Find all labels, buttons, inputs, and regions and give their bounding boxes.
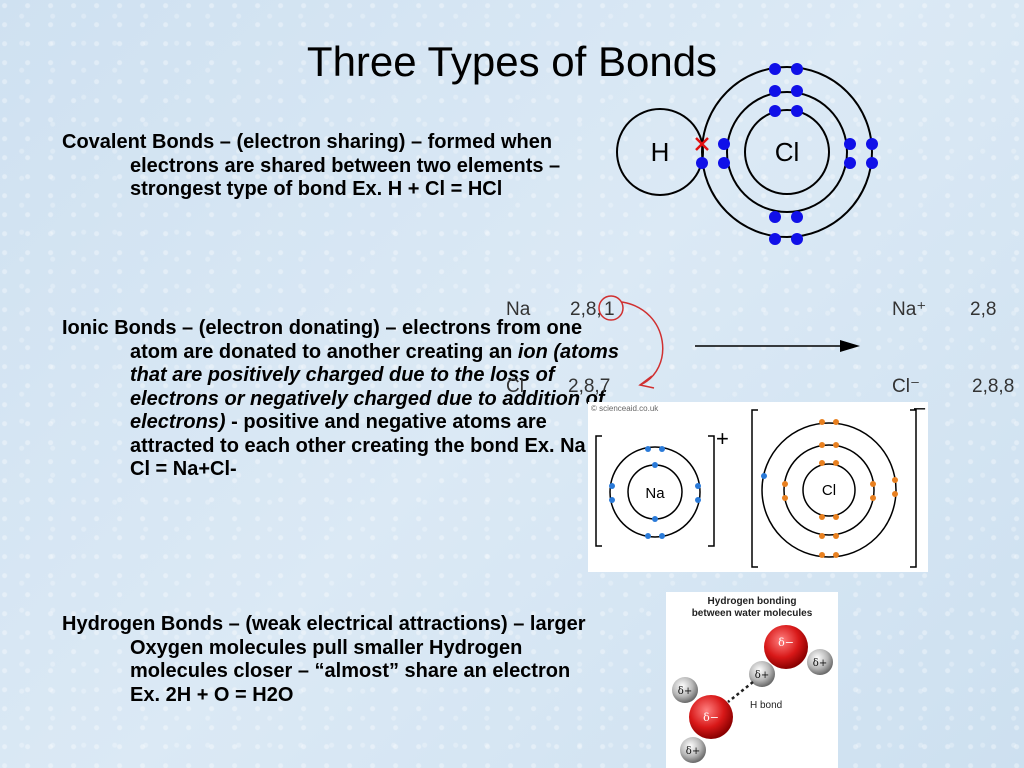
lower-oxygen-charge: δ−	[703, 711, 719, 724]
upper-oxygen	[764, 625, 808, 669]
moved-electron-circle	[598, 295, 624, 321]
hcl-covalent-diagram: H Cl	[616, 63, 878, 245]
cl-symbol: Cl	[506, 376, 524, 397]
lower-hydrogen-bottom	[680, 737, 706, 763]
covalent-body: – (electron sharing) – formed when elect…	[130, 131, 561, 200]
na-electrons	[609, 446, 701, 539]
cl-bracket	[751, 409, 917, 568]
lower-oxygen	[689, 695, 733, 739]
na-charge: +	[716, 426, 729, 451]
hydrogen-example: Ex. 2H + O = H2O	[130, 683, 294, 706]
upper-hydrogen-right	[807, 649, 833, 675]
cl-outer-shell	[701, 66, 873, 238]
water-diagram-title-1: Hydrogen bonding	[708, 596, 797, 607]
covalent-bonds-paragraph: Covalent Bonds – (electron sharing) – fo…	[62, 131, 620, 202]
water-hydrogen-bond-diagram: Hydrogen bonding between water molecules…	[666, 592, 838, 768]
h-bond-label: H bond	[750, 700, 782, 711]
na-ion-config: 2,8	[970, 299, 996, 320]
cl-label: Cl	[775, 137, 800, 167]
transfer-arrow	[621, 301, 664, 386]
cl-config: 2,8,7	[568, 376, 610, 397]
ionic-bonds-paragraph: Ionic Bonds – (electron donating) – elec…	[62, 317, 620, 482]
na-label: Na	[645, 485, 665, 502]
upper-oxygen-charge: δ−	[778, 636, 794, 649]
na-moved-electron: 1	[604, 299, 615, 320]
na-symbol: Na	[506, 299, 531, 320]
upper-hydrogen-left	[749, 661, 775, 687]
slide-title: Three Types of Bonds	[306, 38, 718, 85]
cl-ion-symbol: Cl⁻	[892, 376, 920, 397]
water-diagram-title-2: between water molecules	[692, 608, 813, 619]
upper-h-right-charge: δ+	[813, 658, 827, 669]
transferred-electron	[761, 473, 767, 479]
hydrogen-bond-line	[727, 681, 754, 703]
hydrogen-bonds-paragraph: Hydrogen Bonds – (weak electrical attrac…	[62, 613, 620, 707]
cl-electrons	[782, 419, 898, 558]
image-credit: © scienceaid.co.uk	[591, 404, 659, 413]
ionic-body-2: - positive and negative atoms are attrac…	[130, 411, 603, 480]
cl-middle-shell	[726, 91, 848, 213]
cl-ion-label: Cl	[822, 482, 836, 499]
na-ion-symbol: Na⁺	[892, 299, 926, 320]
shared-electron-marker	[695, 137, 709, 151]
reaction-arrowhead	[840, 340, 860, 352]
transfer-arrowhead	[638, 375, 655, 389]
covalent-heading: Covalent Bonds	[62, 131, 215, 153]
na-config: 2,8,	[570, 299, 602, 320]
ionic-bond-diagram: © scienceaid.co.uk + Na – Cl	[588, 402, 928, 572]
lower-h-top-charge: δ+	[678, 686, 692, 697]
lower-hydrogen-top	[672, 677, 698, 703]
hcl-electrons	[696, 63, 878, 245]
h-label: H	[651, 137, 670, 167]
ionic-body-1: – (electron donating) – electrons from o…	[130, 317, 583, 363]
hydrogen-heading: Hydrogen Bonds	[62, 613, 224, 635]
na-outer-shell	[609, 446, 701, 538]
ionic-diagram-background	[588, 402, 928, 572]
upper-h-left-charge: δ+	[755, 670, 769, 681]
na-bracket	[595, 435, 715, 547]
ionic-ion-definition: ion (atoms that are positively charged d…	[130, 340, 619, 434]
cl-middle-shell-ion	[783, 444, 875, 536]
cl-inner-shell-ion	[802, 463, 856, 517]
hydrogen-body: – (weak electrical attractions) – larger…	[130, 613, 586, 682]
cl-outer-shell-ion	[761, 422, 897, 558]
cl-charge: –	[914, 402, 926, 419]
cl-ion-config: 2,8,8	[972, 376, 1014, 397]
cl-inner-shell	[744, 109, 830, 195]
ionic-heading: Ionic Bonds	[62, 317, 177, 339]
lower-h-bottom-charge: δ+	[686, 746, 700, 757]
ionic-reaction-equation: Na 2,8, 1 Cl 2,8,7 Na⁺ 2,8 Cl⁻ 2,8,8	[506, 295, 1014, 397]
